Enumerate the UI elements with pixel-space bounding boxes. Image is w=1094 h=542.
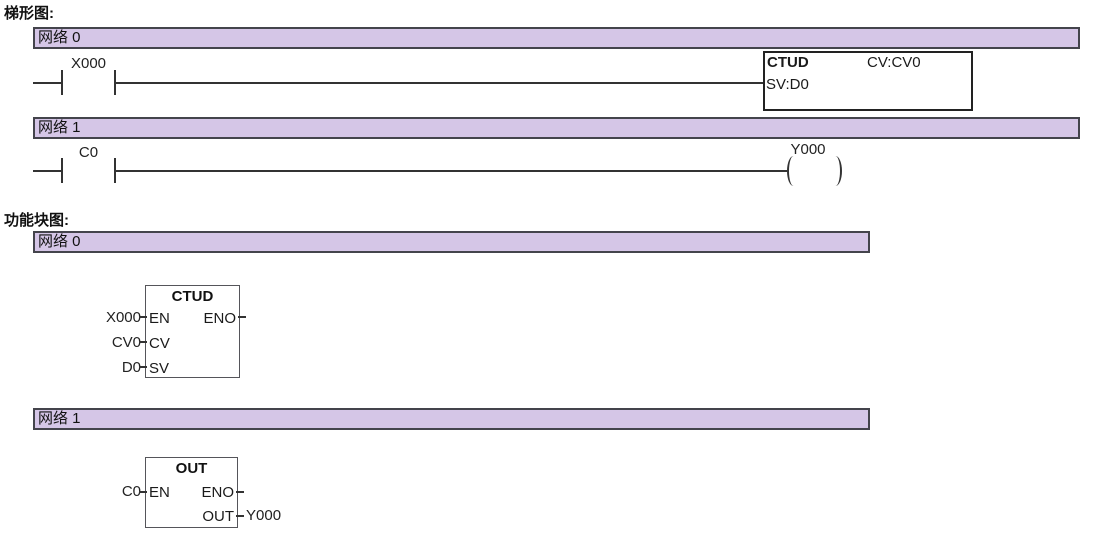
pin-wire-stub bbox=[139, 491, 147, 493]
ctud-fbd-title: CTUD bbox=[171, 288, 214, 305]
operand-y000-label: Y000 bbox=[246, 507, 282, 524]
fbd-network-0-header[interactable]: 网络 0 bbox=[33, 231, 870, 253]
contact-x000[interactable] bbox=[61, 70, 117, 95]
fbd-network-1-header[interactable]: 网络 1 bbox=[33, 408, 870, 430]
coil-open-paren bbox=[787, 156, 800, 186]
pin-en-label: EN bbox=[149, 484, 170, 501]
operand-c0-label: C0 bbox=[121, 483, 141, 500]
ctud-instruction-block-ladder[interactable]: CTUD CV:CV0 SV:D0 bbox=[763, 51, 973, 111]
wire-left-stub bbox=[33, 82, 61, 84]
coil-y000-label: Y000 bbox=[790, 141, 826, 158]
wire-rung bbox=[116, 170, 787, 172]
pin-eno-label: ENO bbox=[203, 310, 236, 327]
pin-sv-label: SV bbox=[149, 360, 170, 377]
contact-bar bbox=[114, 158, 116, 183]
coil-close-paren bbox=[829, 156, 842, 186]
ladder-network-0-header[interactable]: 网络 0 bbox=[33, 27, 1080, 49]
ctud-sv-param: SV:D0 bbox=[766, 76, 809, 93]
pin-wire-stub bbox=[139, 316, 147, 318]
ladder-section-title: 梯形图: bbox=[4, 5, 54, 22]
contact-bar bbox=[61, 70, 63, 95]
pin-wire-stub bbox=[139, 341, 147, 343]
contact-bar bbox=[61, 158, 63, 183]
fbd-network-1-label: 网络 1 bbox=[38, 410, 81, 427]
ctud-function-block[interactable]: CTUD EN CV SV ENO bbox=[145, 285, 240, 378]
pin-en-label: EN bbox=[149, 310, 170, 327]
ctud-block-title: CTUD bbox=[767, 54, 809, 71]
pin-wire-stub bbox=[238, 316, 246, 318]
fbd-section-title: 功能块图: bbox=[4, 212, 69, 229]
pin-cv-label: CV bbox=[149, 335, 170, 352]
coil-y000[interactable] bbox=[787, 156, 842, 186]
fbd-network-0-label: 网络 0 bbox=[38, 233, 81, 250]
wire-left-stub bbox=[33, 170, 61, 172]
operand-x000-label: X000 bbox=[105, 309, 141, 326]
contact-c0[interactable] bbox=[61, 158, 117, 183]
ladder-network-1-header[interactable]: 网络 1 bbox=[33, 117, 1080, 139]
pin-wire-stub bbox=[236, 515, 244, 517]
pin-wire-stub bbox=[236, 491, 244, 493]
ladder-network-1-label: 网络 1 bbox=[38, 119, 81, 136]
wire-rung bbox=[116, 82, 763, 84]
ladder-network-0-label: 网络 0 bbox=[38, 29, 81, 46]
pin-out-label: OUT bbox=[202, 508, 234, 525]
pin-wire-stub bbox=[139, 366, 147, 368]
operand-d0-label: D0 bbox=[121, 359, 141, 376]
operand-cv0-label: CV0 bbox=[111, 334, 141, 351]
out-function-block[interactable]: OUT EN ENO OUT bbox=[145, 457, 238, 528]
contact-bar bbox=[114, 70, 116, 95]
pin-eno-label: ENO bbox=[201, 484, 234, 501]
out-fbd-title: OUT bbox=[175, 460, 208, 477]
ctud-cv-param: CV:CV0 bbox=[867, 54, 921, 71]
contact-x000-label: X000 bbox=[70, 55, 107, 72]
contact-c0-label: C0 bbox=[78, 144, 99, 161]
